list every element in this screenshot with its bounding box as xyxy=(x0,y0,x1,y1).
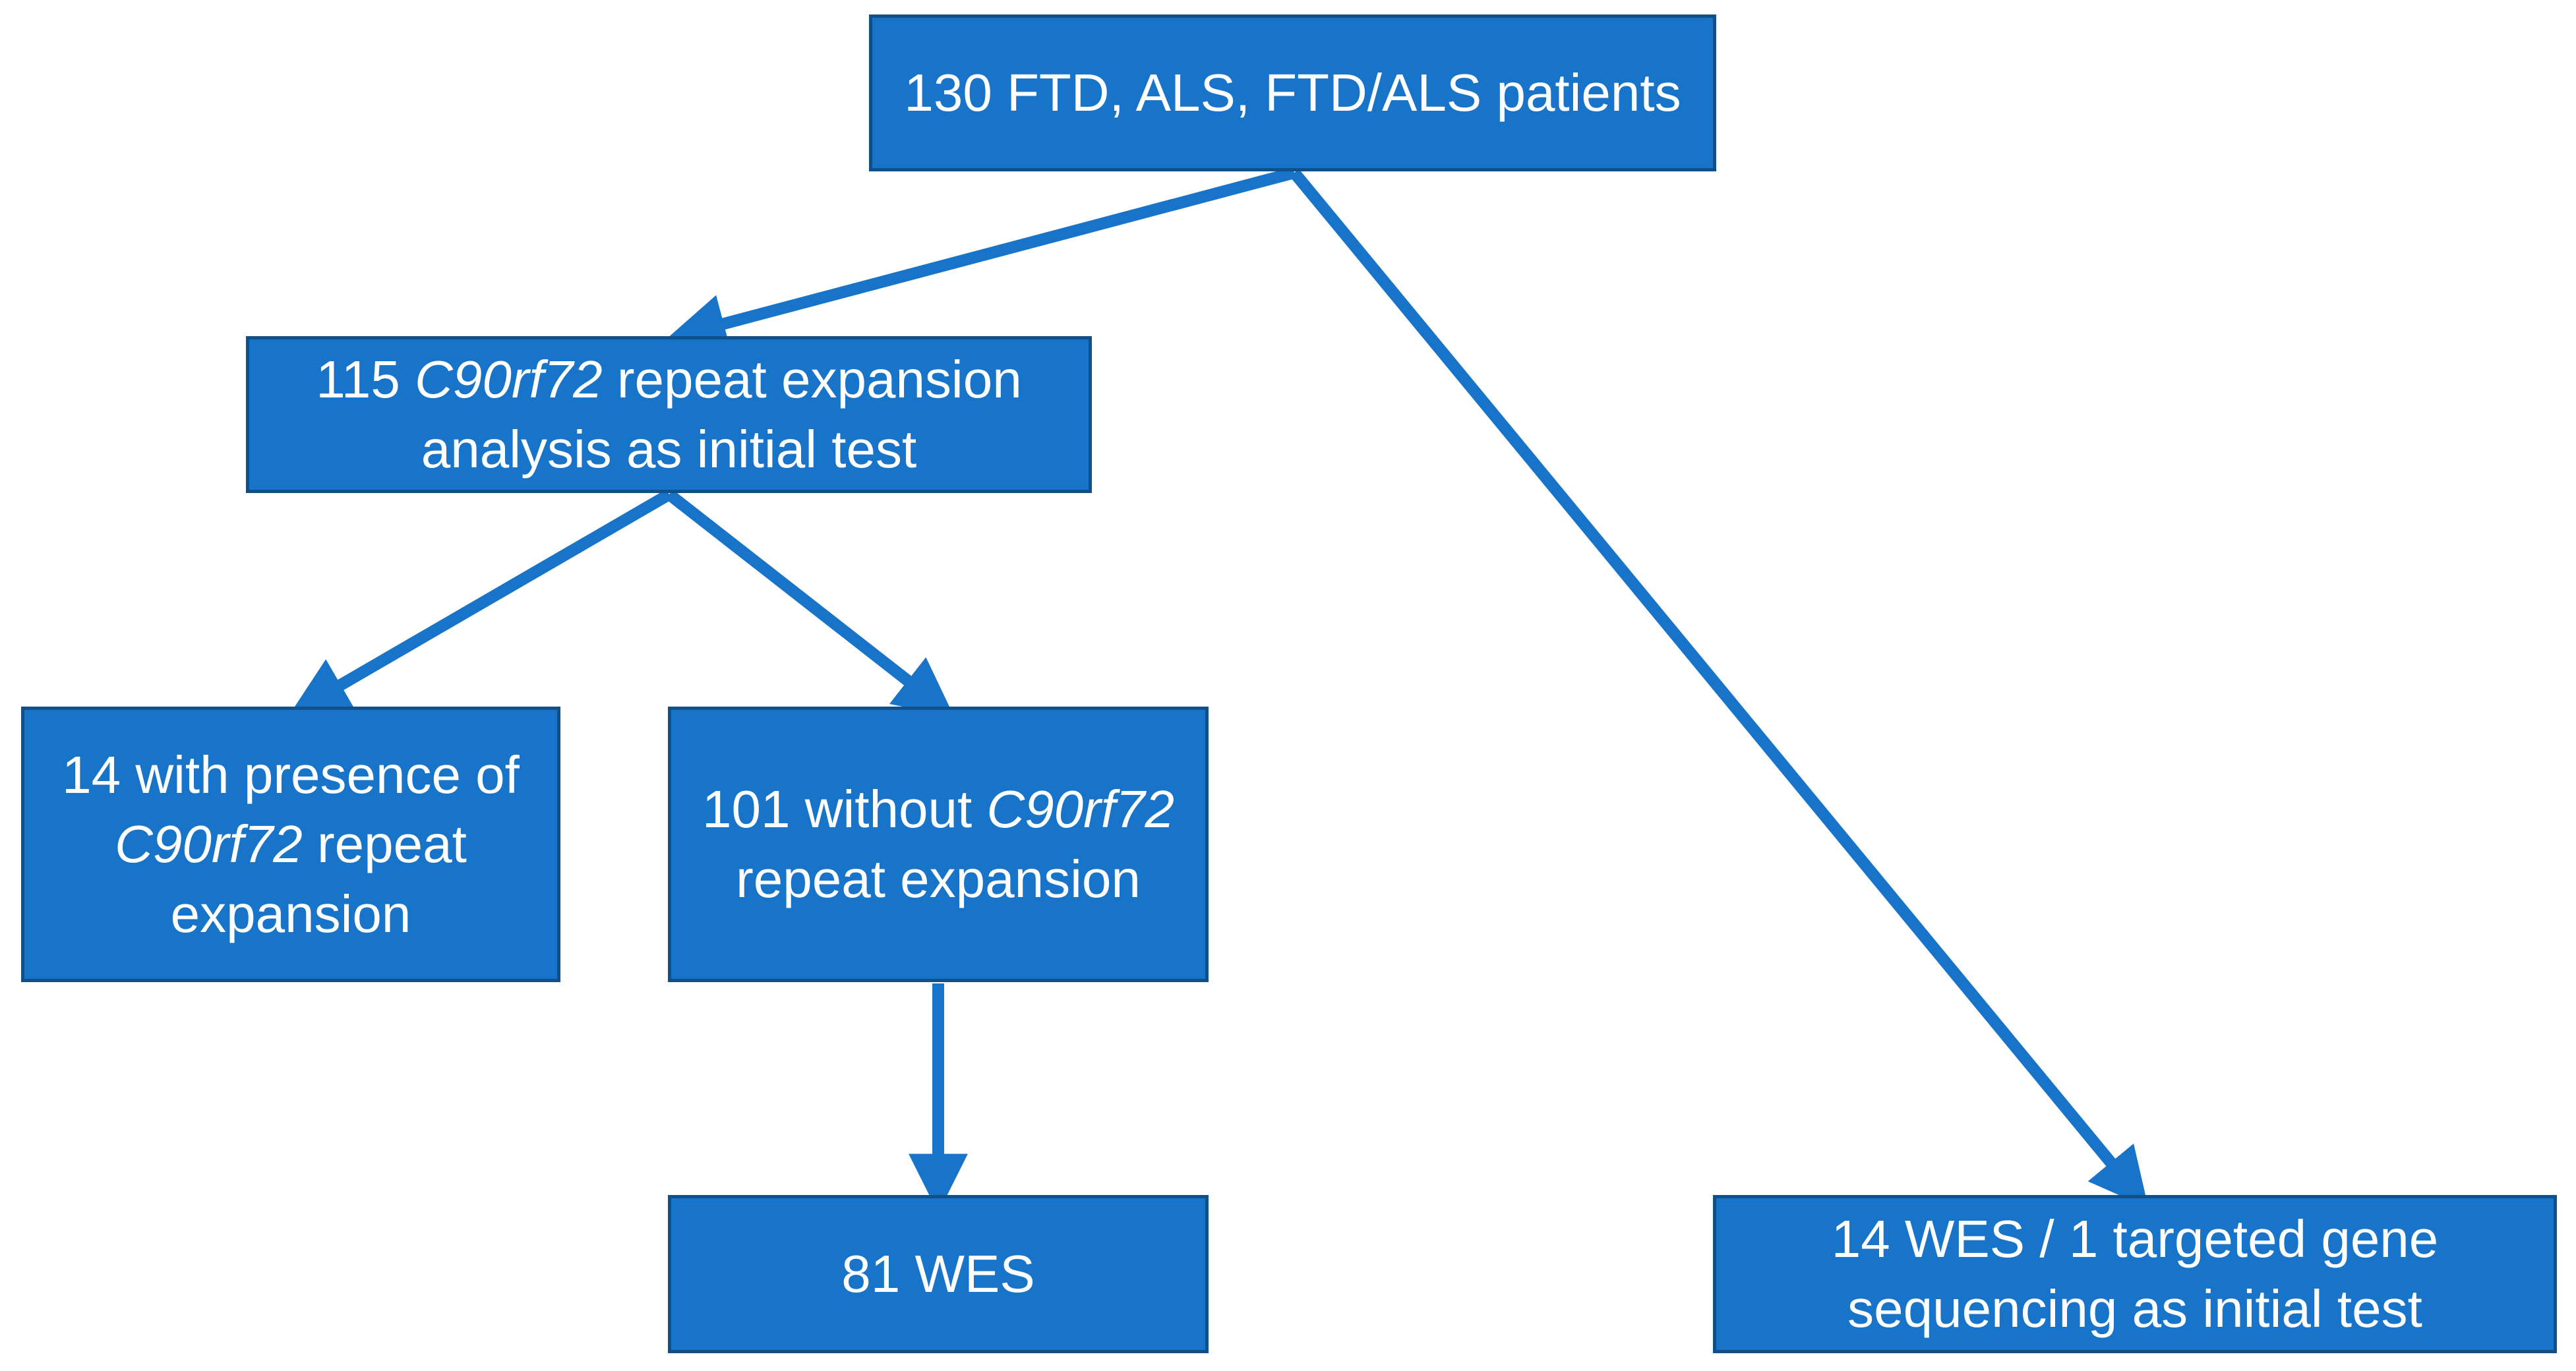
node-negative-gene-name: C90rf72 xyxy=(986,780,1174,839)
node-expansion-positive: 14 with presence of C90rf72 repeat expan… xyxy=(21,707,560,982)
node-wes-label: 81 WES xyxy=(841,1244,1035,1304)
node-direct-line2: sequencing as initial test xyxy=(1847,1279,2422,1338)
node-direct-sequencing: 14 WES / 1 targeted gene sequencing as i… xyxy=(1713,1195,2557,1353)
node-direct-line1: 14 WES / 1 targeted gene xyxy=(1831,1210,2439,1269)
node-patients-total: 130 FTD, ALS, FTD/ALS patients xyxy=(869,15,1716,171)
arrow-c9-test-to-negative xyxy=(665,489,955,717)
node-positive-line1: 14 with presence of xyxy=(62,745,520,804)
node-positive-line2: C90rf72 repeat xyxy=(62,809,520,879)
node-c9-line2: analysis as initial test xyxy=(421,420,917,479)
node-wes: 81 WES xyxy=(668,1195,1209,1353)
node-c9-count: 115 xyxy=(316,350,415,409)
node-c9-gene-name: C90rf72 xyxy=(415,350,603,409)
node-positive-line3: expansion xyxy=(170,884,411,943)
node-c9-initial-test: 115 C90rf72 repeat expansion analysis as… xyxy=(246,336,1092,493)
node-positive-gene-name: C90rf72 xyxy=(115,815,303,874)
node-negative-line2: repeat expansion xyxy=(736,850,1141,908)
node-patients-total-label: 130 FTD, ALS, FTD/ALS patients xyxy=(904,63,1681,123)
node-positive-line2-suffix: repeat xyxy=(302,815,467,874)
node-c9-line1-suffix: repeat expansion xyxy=(602,350,1022,409)
node-negative-prefix: 101 without xyxy=(702,780,987,839)
node-expansion-negative: 101 without C90rf72 repeat expansion xyxy=(668,707,1209,982)
arrow-root-to-c9-test xyxy=(666,167,1296,353)
arrow-c9-test-to-positive xyxy=(289,489,673,715)
node-negative-line1: 101 without C90rf72 xyxy=(702,774,1174,844)
arrow-root-to-direct xyxy=(1290,169,2149,1208)
node-c9-line1: 115 C90rf72 repeat expansion xyxy=(316,345,1021,415)
